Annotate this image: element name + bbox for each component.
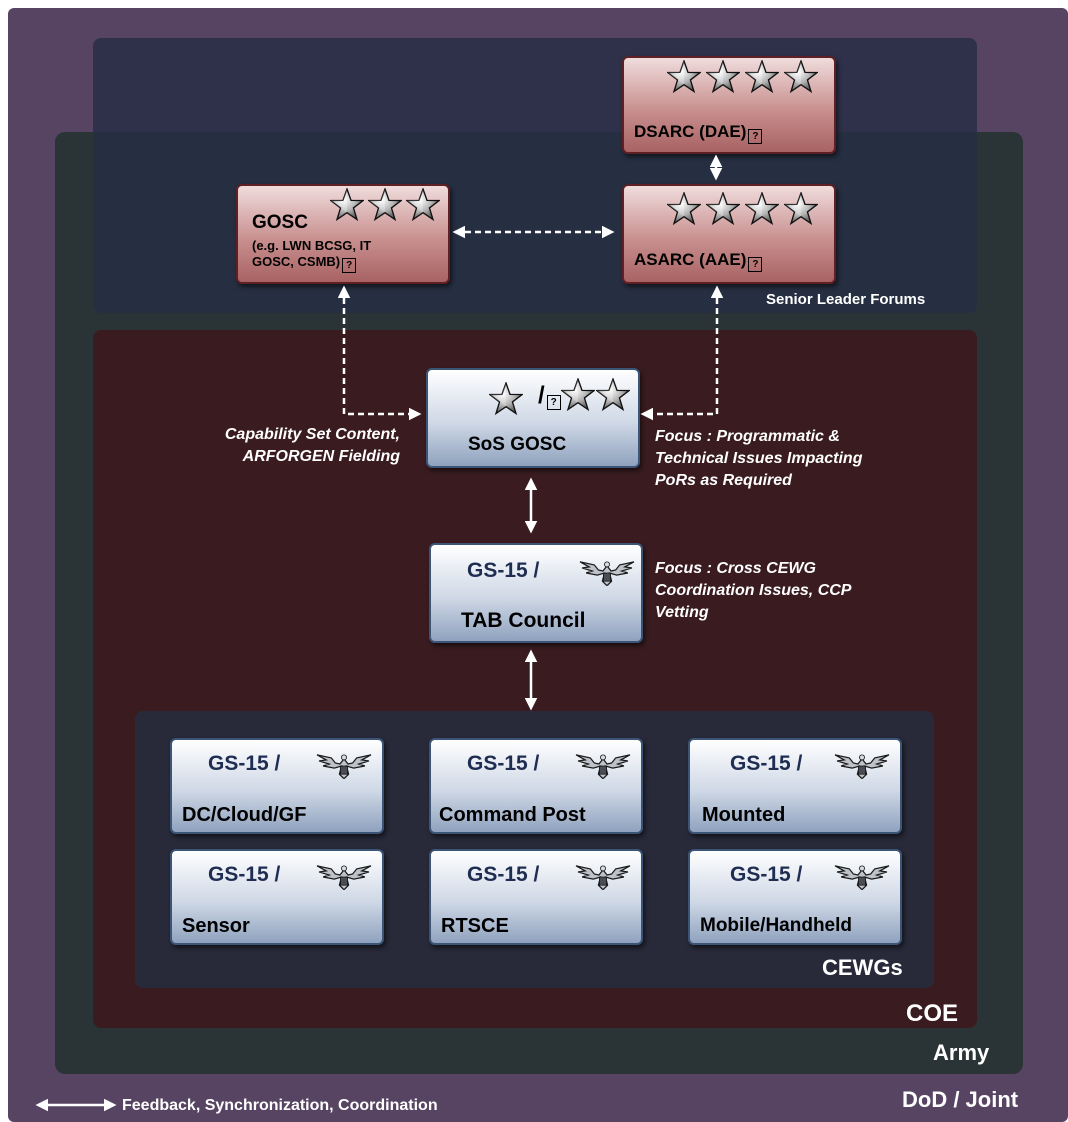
colonel-eagle-icon [834, 748, 890, 780]
colonel-eagle-icon [316, 748, 372, 780]
focus-cross-cewg-note: Focus : Cross CEWG Coordination Issues, … [655, 558, 955, 624]
cewg-box: GS-15 / DC/Cloud/GF [170, 738, 384, 834]
star-icon [706, 60, 740, 94]
note-line: ARFORGEN Fielding [242, 448, 400, 465]
legend-label: Feedback, Synchronization, Coordination [122, 1097, 438, 1114]
star-icon [667, 192, 701, 226]
cewg-box: GS-15 / Mobile/Handheld [688, 849, 902, 945]
cewg-name: Mounted [702, 804, 786, 826]
tab-council-label: TAB Council [461, 609, 586, 632]
note-line: Focus : Cross CEWG [655, 560, 816, 577]
star-icon [784, 192, 818, 226]
tab-council-box: GS-15 / TAB Council [429, 543, 643, 643]
coe-label: COE [906, 1000, 959, 1027]
dod-joint-label: DoD / Joint [902, 1087, 1019, 1112]
capability-set-note: Capability Set Content, ARFORGEN Fieldin… [164, 424, 400, 468]
star-icon [561, 378, 595, 412]
sos-gosc-box: /? SoS GOSC [426, 368, 640, 468]
star-icon [745, 192, 779, 226]
senior-leader-forums-region [93, 38, 977, 313]
gosc-box: GOSC (e.g. LWN BCSG, IT GOSC, CSMB)? [236, 184, 450, 284]
star-icon [745, 60, 779, 94]
missing-glyph-icon: ? [546, 395, 561, 410]
cewg-name: Command Post [439, 804, 586, 826]
colonel-eagle-icon [575, 748, 631, 780]
star-icon [596, 378, 630, 412]
missing-glyph-icon: ? [342, 258, 357, 273]
star-icon [706, 192, 740, 226]
note-line: Coordination Issues, CCP [655, 582, 852, 599]
cewg-grade-label: GS-15 / [467, 752, 540, 775]
colonel-eagle-icon [316, 859, 372, 891]
focus-programmatic-note: Focus : Programmatic & Technical Issues … [655, 426, 955, 492]
missing-glyph-icon: ? [748, 129, 763, 144]
note-line: Vetting [655, 604, 709, 621]
star-icon [406, 188, 440, 222]
cewg-box: GS-15 / RTSCE [429, 849, 643, 945]
senior-leader-forums-label: Senior Leader Forums [766, 291, 926, 308]
star-icon [368, 188, 402, 222]
sos-gosc-label: SoS GOSC [468, 434, 567, 455]
note-line: Technical Issues Impacting [655, 450, 863, 467]
star-icon [784, 60, 818, 94]
colonel-eagle-icon [834, 859, 890, 891]
star-icon [667, 60, 701, 94]
cewg-name: RTSCE [441, 915, 509, 937]
asarc-label: ASARC (AAE) [634, 250, 747, 269]
cewg-grade-label: GS-15 / [208, 863, 281, 886]
dsarc-box: DSARC (DAE)? [622, 56, 836, 154]
sos-slash: / [538, 382, 545, 409]
tab-grade-label: GS-15 / [467, 559, 540, 582]
cewg-grade-label: GS-15 / [208, 752, 281, 775]
colonel-eagle-icon [579, 555, 635, 587]
gosc-title: GOSC [252, 212, 308, 233]
cewg-grade-label: GS-15 / [730, 863, 803, 886]
note-line: Capability Set Content, [224, 426, 400, 443]
army-label: Army [933, 1040, 990, 1065]
star-icon [330, 188, 364, 222]
note-line: Focus : Programmatic & [655, 428, 840, 445]
cewg-grade-label: GS-15 / [730, 752, 803, 775]
cewg-grade-label: GS-15 / [467, 863, 540, 886]
cewg-name: Mobile/Handheld [700, 915, 852, 936]
colonel-eagle-icon [575, 859, 631, 891]
cewg-box: GS-15 / Sensor [170, 849, 384, 945]
missing-glyph-icon: ? [748, 257, 763, 272]
gosc-examples-line1: (e.g. LWN BCSG, IT [252, 238, 372, 253]
dsarc-label: DSARC (DAE) [634, 122, 747, 141]
cewg-box: GS-15 / Command Post [429, 738, 643, 834]
cewg-name: Sensor [182, 915, 250, 937]
gosc-examples-line2: GOSC, CSMB) [252, 254, 341, 269]
star-icon [489, 382, 523, 416]
note-line: PoRs as Required [655, 472, 792, 489]
cewg-box: GS-15 / Mounted [688, 738, 902, 834]
cewg-name: DC/Cloud/GF [182, 804, 307, 826]
cewgs-label: CEWGs [822, 955, 903, 980]
asarc-box: ASARC (AAE)? [622, 184, 836, 284]
